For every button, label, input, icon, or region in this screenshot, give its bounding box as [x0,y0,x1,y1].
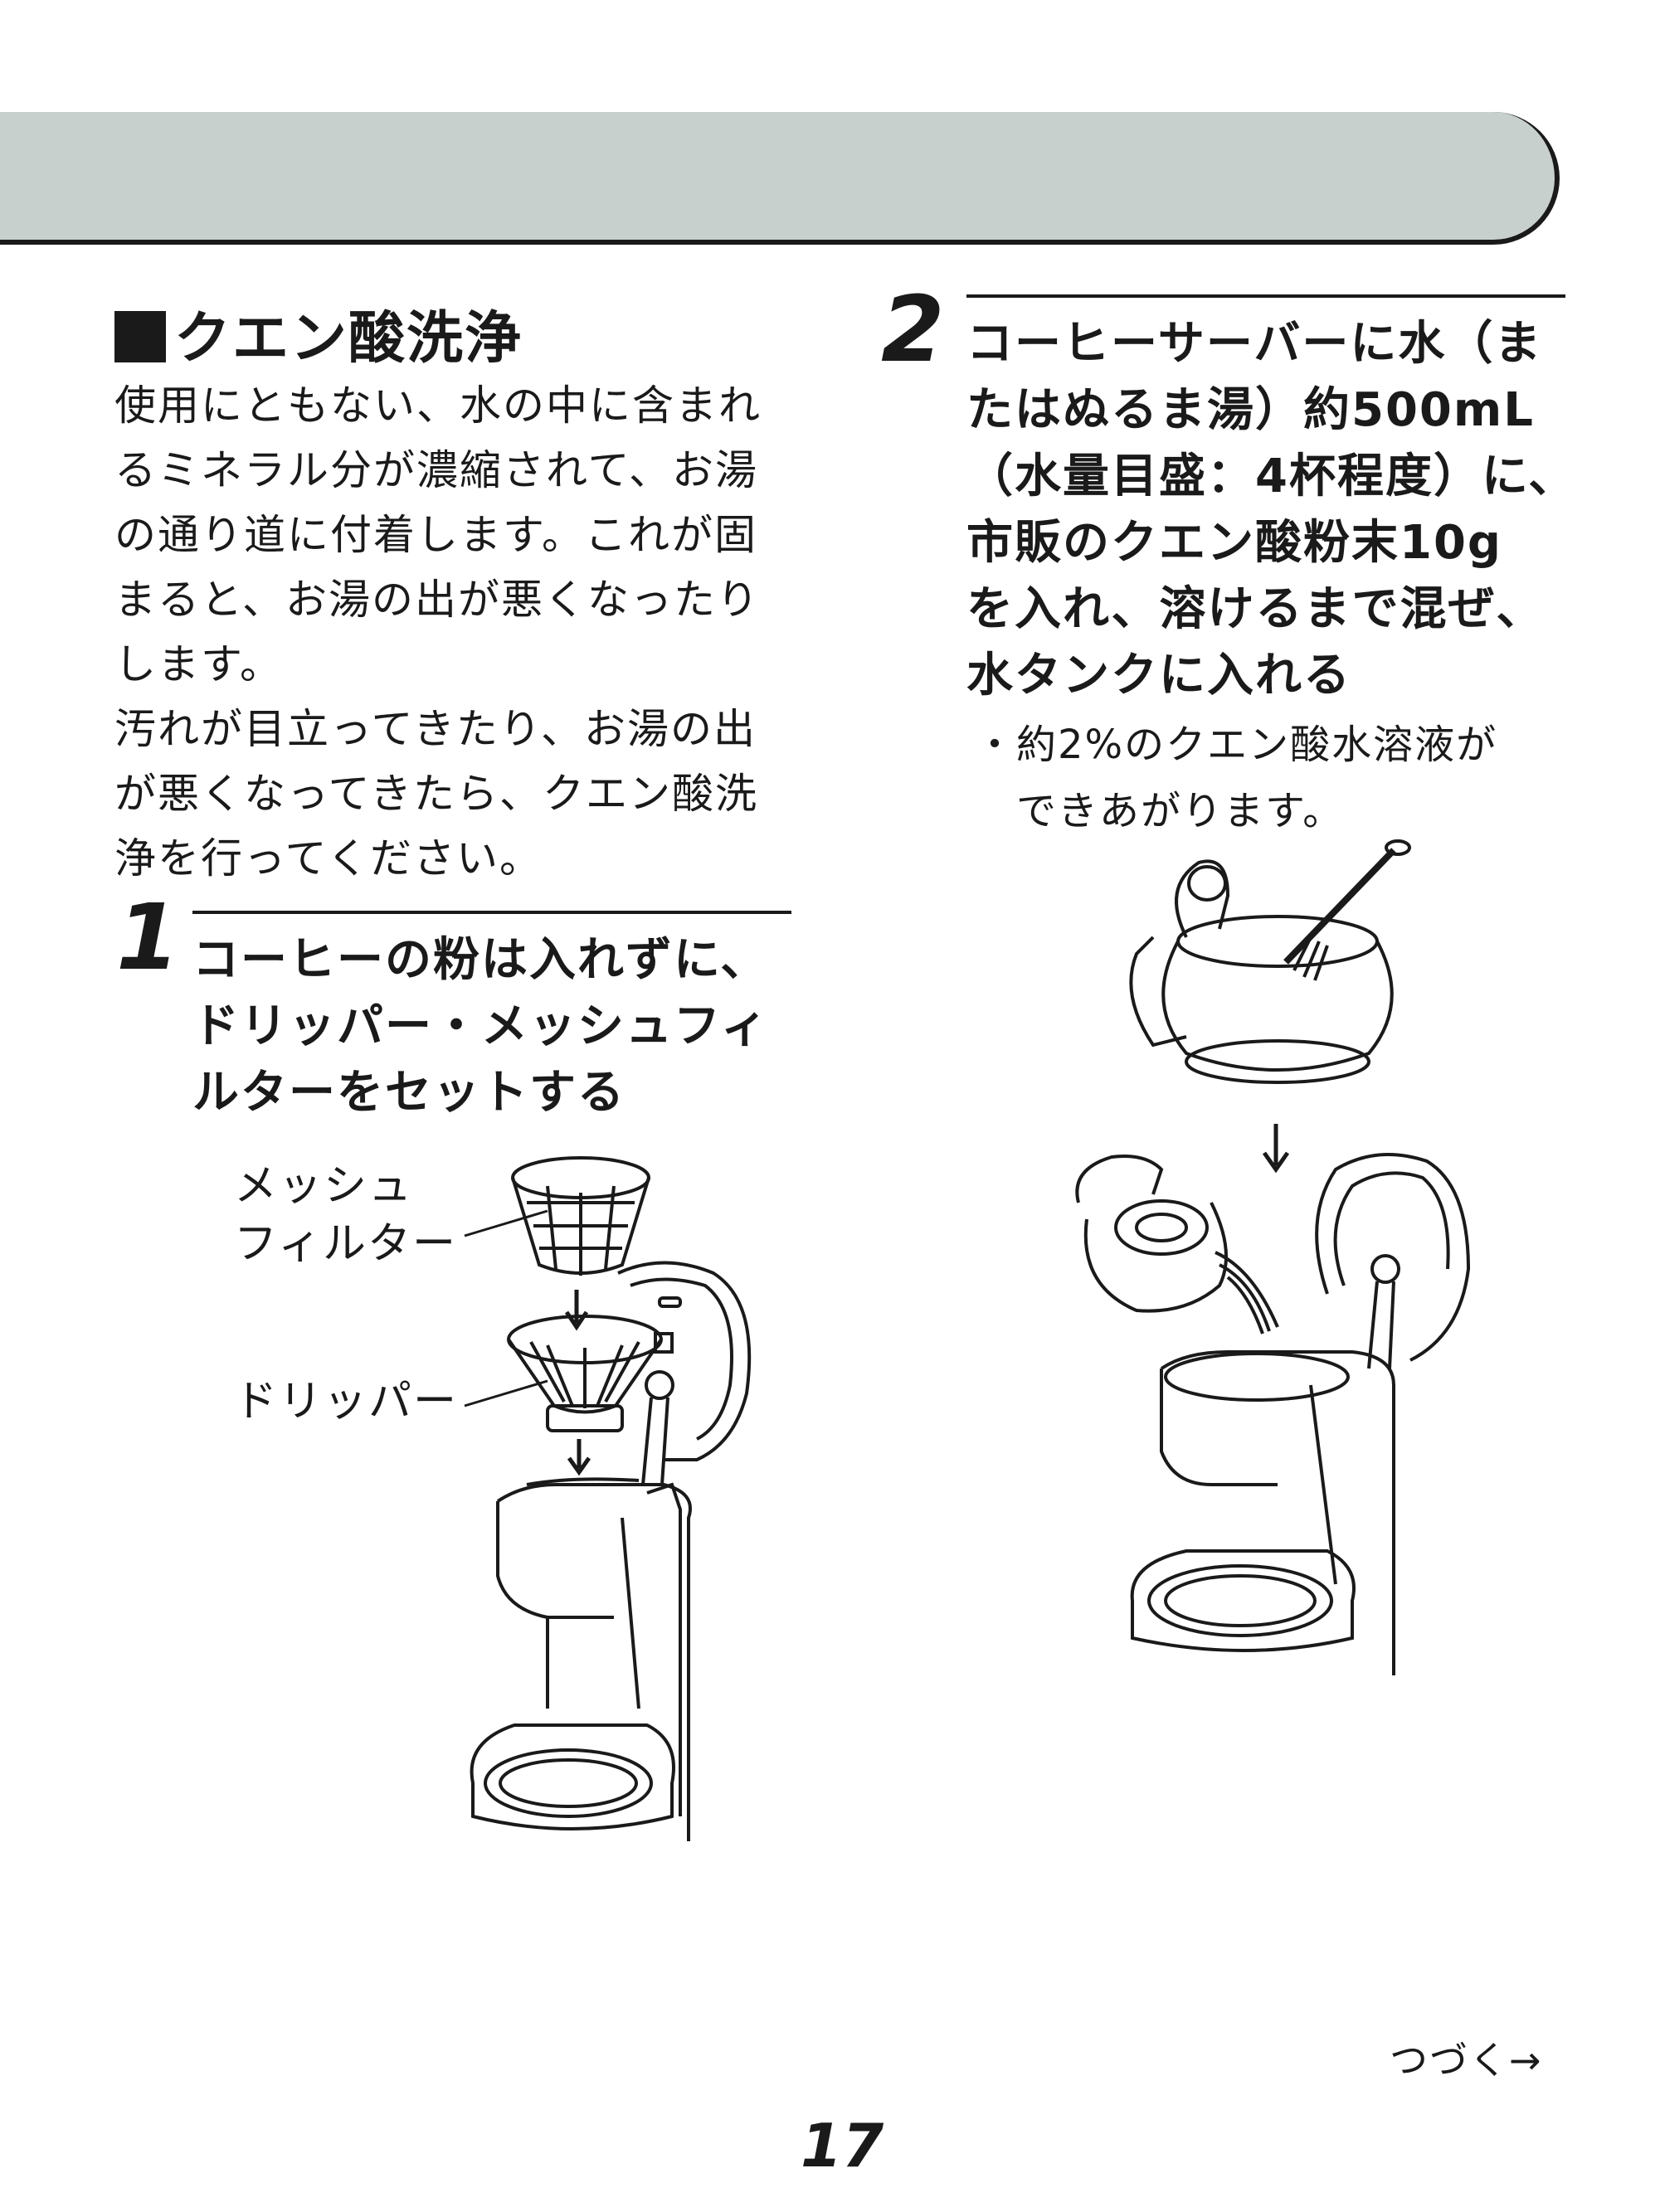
note-line: できあがります。 [975,788,1345,834]
step-1-line: ドリッパー・メッシュフィ [192,999,769,1053]
intro-line: が悪くなってきたら、クエン酸洗 [114,770,758,818]
mesh-filter-label: メッシュ フィルター [234,1161,457,1269]
note-line: ・約2%のクエン酸水溶液が [975,722,1498,768]
step-1-text: コーヒーの粉は入れずに、 ドリッパー・メッシュフィ ルターをセットする [192,927,769,1126]
step-1-line: ルターをセットする [192,1066,626,1120]
intro-line: 使用にともない、水の中に含まれ [114,382,762,430]
intro-line: の通り道に付着します。これが固 [114,511,757,559]
dripper-drawing [507,1315,674,1432]
step-1-illustration [470,1156,752,1841]
step-2-line: たはぬるま湯）約500mL [966,383,1535,437]
header-band [0,112,1560,245]
page-number: 17 [801,2111,884,2180]
mesh-filter-drawing [511,1156,650,1276]
step-2-line: （水量目盛：4杯程度）に、 [966,450,1577,503]
step-2-note: ・約2%のクエン酸水溶液が できあがります。 [975,712,1497,844]
continue-label: つづく→ [1390,2038,1543,2083]
intro-line: します。 [114,640,283,688]
step-2-text: コーヒーサーバーに水（ま たはぬるま湯）約500mL （水量目盛：4杯程度）に、… [966,311,1576,709]
dripper-label: ドリッパー [234,1377,459,1427]
step-2-line: 水タンクに入れる [966,649,1351,702]
step-2-line: を入れ、溶けるまで混ぜ、 [966,582,1545,636]
intro-line: まると、お湯の出が悪くなったり [114,576,760,624]
intro-line: 浄を行ってください。 [114,834,543,882]
section-title: クエン酸洗浄 [114,292,523,374]
kettle-drawing [1129,859,1394,1084]
step-2-number: 2 [881,276,945,382]
step-2-line: コーヒーサーバーに水（ま [966,317,1543,371]
intro-paragraph: 使用にともない、水の中に含まれ るミネラル分が濃縮されて、お湯 の通り道に付着し… [114,373,795,891]
step-2-rule [966,294,1565,298]
step-1-line: コーヒーの粉は入れずに、 [192,933,769,987]
step-1-rule [192,911,791,914]
intro-line: 汚れが目立ってきたり、お湯の出 [114,705,757,753]
step-2-illustration [1075,839,1471,1675]
intro-line: るミネラル分が濃縮されて、お湯 [114,446,758,494]
mesh-filter-leader-line [464,1209,548,1237]
step-2-line: 市販のクエン酸粉末10g [966,516,1503,570]
dripper-leader-line [464,1379,548,1407]
square-bullet-icon [114,311,166,362]
step-1-number: 1 [116,884,180,990]
